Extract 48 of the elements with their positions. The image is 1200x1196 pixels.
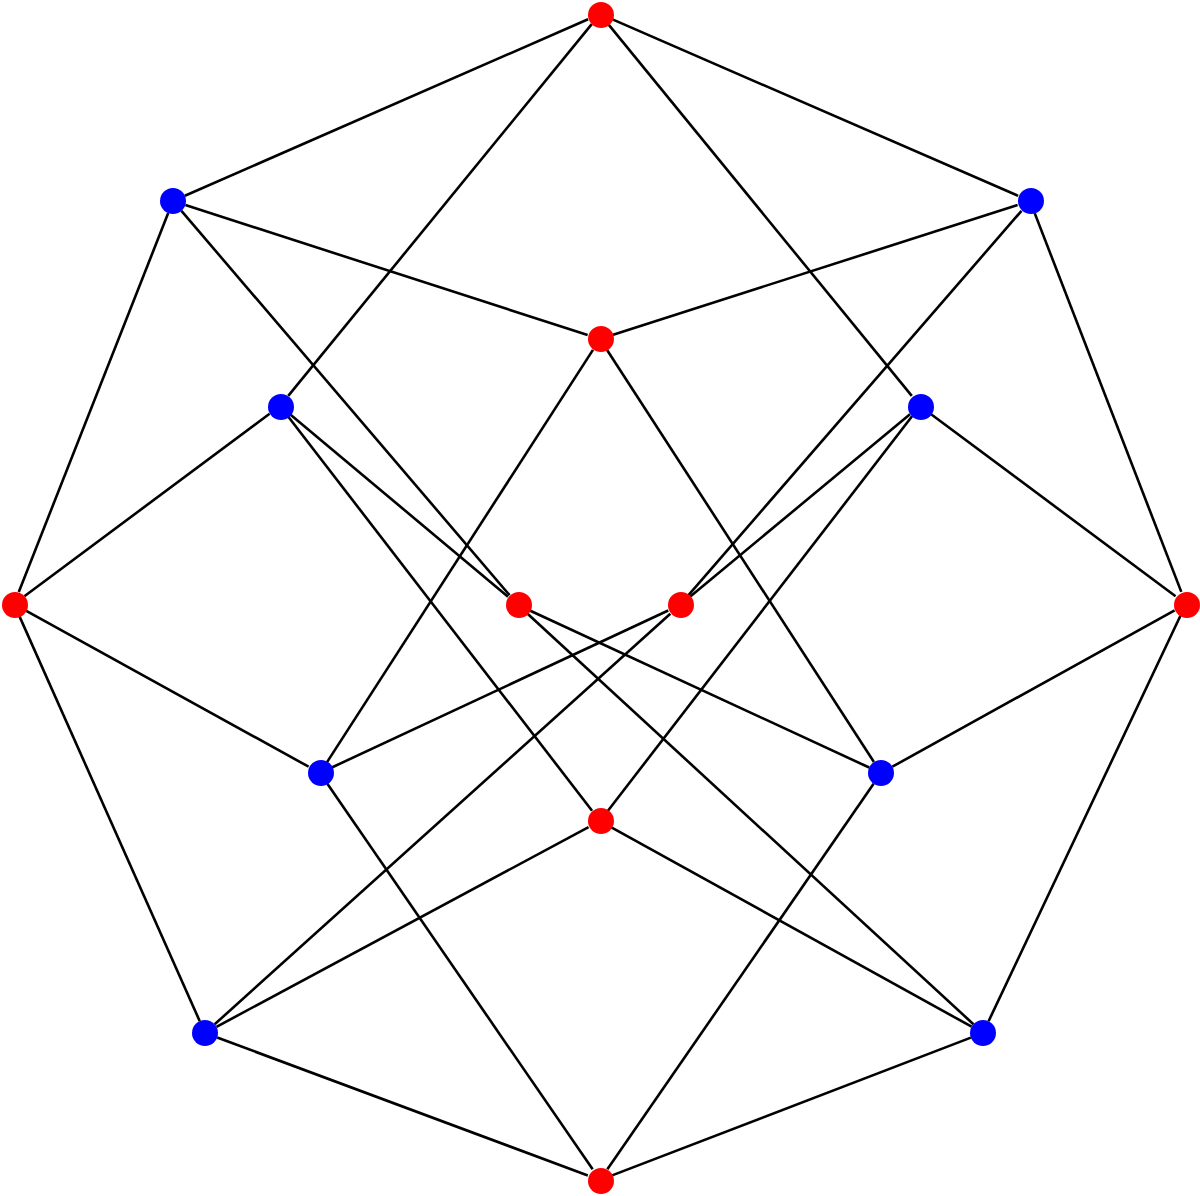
graph-edge	[987, 615, 1182, 1022]
graph-edge	[213, 612, 672, 1026]
graph-edge	[1033, 212, 1183, 593]
graph-vertex	[1, 591, 27, 617]
graph-edge	[891, 609, 1176, 768]
graph-vertex	[587, 1, 613, 27]
graph-edge	[289, 413, 509, 598]
graph-edge	[606, 782, 875, 1171]
graph-vertex	[1173, 591, 1199, 617]
graph-edge	[286, 415, 594, 812]
graph-vertex	[1017, 188, 1043, 214]
graph-vertex	[970, 1020, 996, 1046]
graph-edge	[529, 609, 870, 769]
graph-edge	[611, 18, 1019, 197]
graph-edge	[526, 612, 975, 1026]
graph-edge	[607, 23, 913, 397]
graph-edge	[605, 349, 876, 763]
graph-edge	[24, 609, 310, 768]
graph-edge	[606, 415, 914, 812]
graph-edge	[689, 413, 911, 598]
graph-edge	[929, 412, 1177, 598]
graph-edge	[184, 18, 589, 197]
graph-vertex	[667, 592, 693, 618]
graph-vertex	[160, 188, 186, 214]
graph-edge	[325, 349, 595, 763]
graph-edge	[610, 826, 973, 1028]
graph-edge	[611, 1036, 972, 1177]
graph-edge	[17, 212, 170, 593]
graph-edge	[687, 209, 1023, 597]
graph-vertex	[267, 393, 293, 419]
graph-edge	[216, 1036, 589, 1177]
graph-edge	[612, 203, 1018, 337]
graph-vertex	[868, 760, 894, 786]
graph-edge	[18, 615, 201, 1022]
graph-edge	[287, 23, 593, 397]
graph-vertex	[505, 592, 531, 618]
graph-edge	[326, 783, 594, 1170]
graph-edge	[180, 210, 511, 596]
graph-edge	[331, 609, 669, 769]
graph-edge	[215, 826, 590, 1028]
graph-vertex	[907, 393, 933, 419]
graph-vertex	[587, 326, 613, 352]
graph-vertex	[307, 760, 333, 786]
graph-edge	[184, 203, 589, 337]
graph-vertex	[587, 1167, 613, 1193]
graph-vertex	[587, 808, 613, 834]
graph-vertex	[192, 1020, 218, 1046]
graph-edge	[23, 412, 271, 598]
